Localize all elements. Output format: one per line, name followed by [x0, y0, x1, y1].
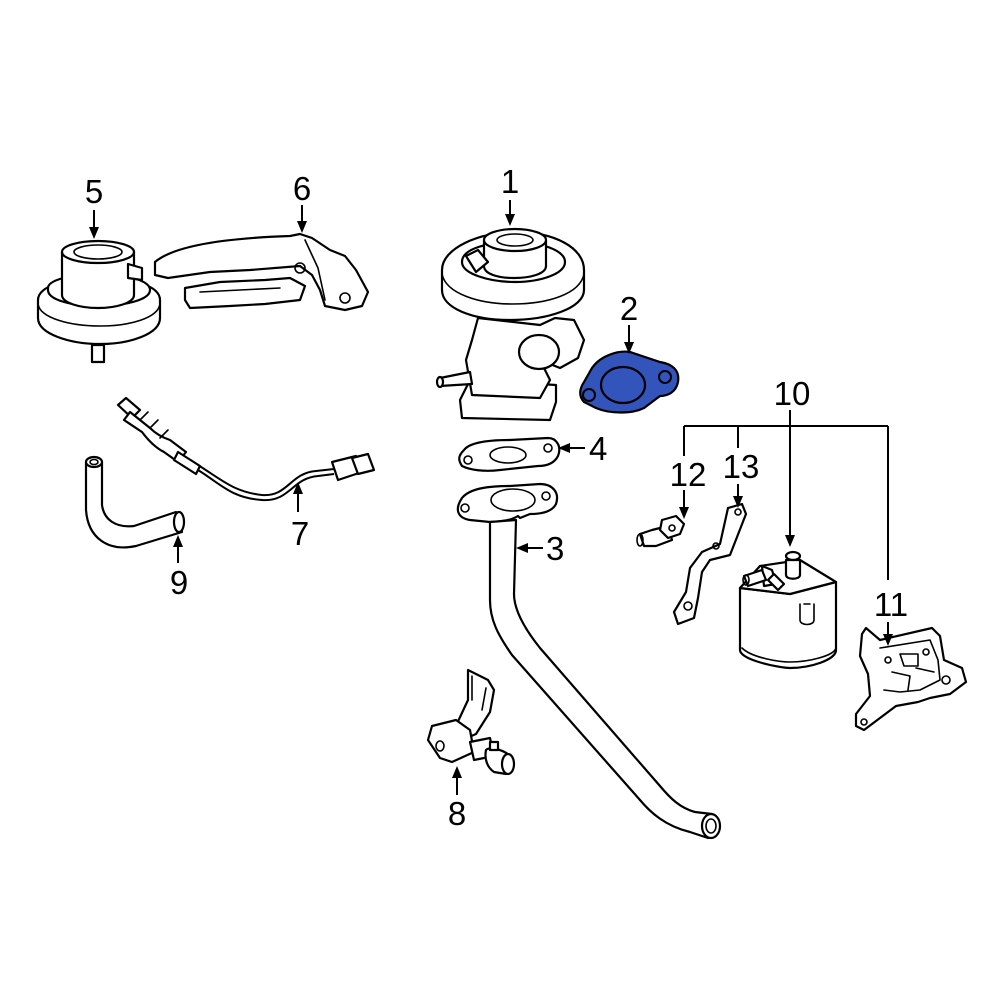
- callout-13: 13: [723, 448, 760, 485]
- part-10-canister[interactable]: [738, 550, 838, 670]
- callout-11: 11: [874, 586, 908, 623]
- part-5-vacuum-modulator[interactable]: [36, 239, 162, 364]
- callout-3: 3: [546, 530, 564, 567]
- callout-4: 4: [589, 430, 607, 467]
- part-6-bracket[interactable]: [153, 232, 370, 312]
- part-11-bracket-plate[interactable]: [854, 626, 968, 732]
- leader-lines: [89, 200, 893, 795]
- callout-6: 6: [293, 170, 311, 207]
- part-1-egr-valve[interactable]: [435, 227, 586, 422]
- callout-10: 10: [774, 375, 811, 412]
- callout-5: 5: [85, 173, 103, 210]
- part-2-gasket-highlighted[interactable]: [579, 350, 680, 414]
- part-13-bracket[interactable]: [672, 502, 748, 626]
- callout-9: 9: [170, 564, 188, 601]
- part-9-hose[interactable]: [84, 455, 186, 549]
- gasket-highlight-fill: [579, 350, 680, 414]
- callout-12: 12: [670, 456, 707, 493]
- callout-8: 8: [448, 795, 466, 832]
- part-3-egr-pipe[interactable]: [456, 482, 722, 840]
- part-8-vsv[interactable]: [426, 668, 516, 776]
- callout-labels: 1 2 3 4 5 6 7 8 9 10 11 12 13: [85, 163, 908, 832]
- callout-7: 7: [291, 515, 309, 552]
- part-7-sensor[interactable]: [116, 396, 376, 502]
- part-4-gasket[interactable]: [458, 436, 561, 472]
- part-12-fitting[interactable]: [636, 514, 686, 548]
- callout-2: 2: [620, 290, 638, 327]
- callout-1: 1: [501, 163, 519, 200]
